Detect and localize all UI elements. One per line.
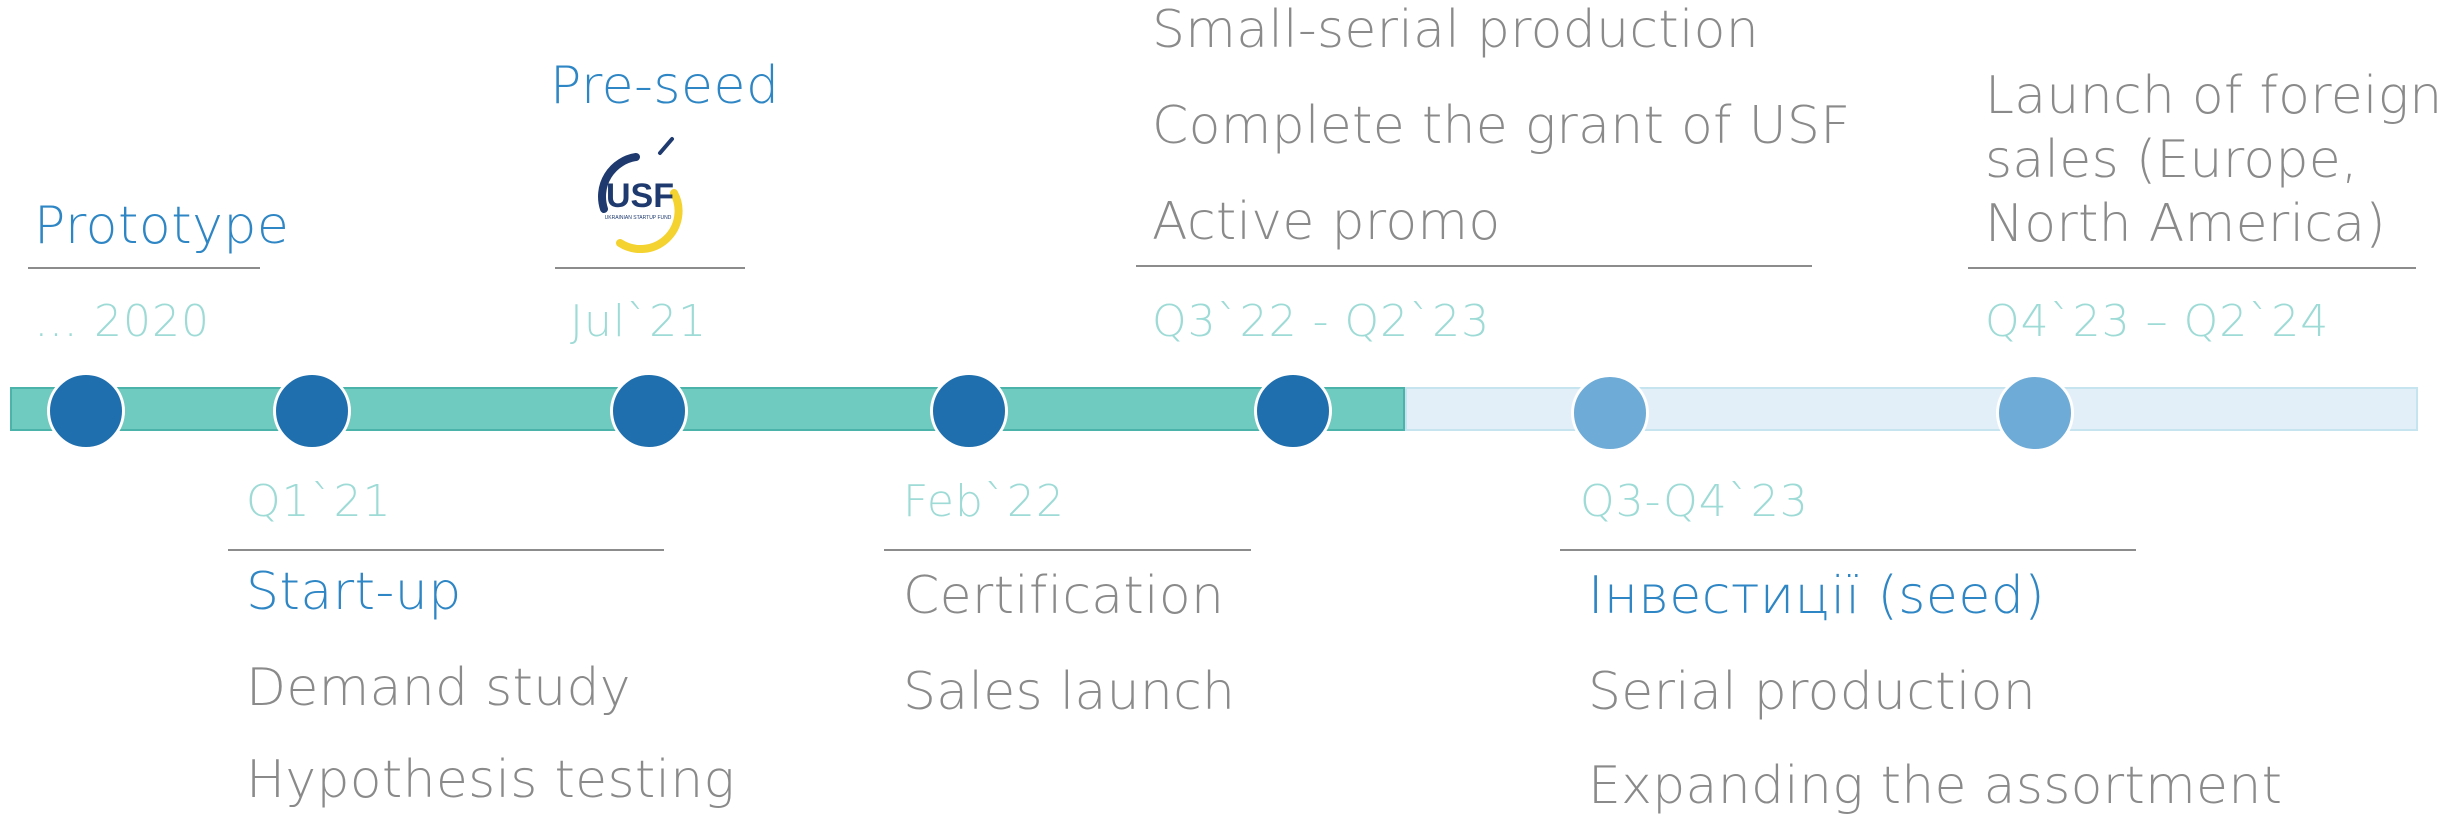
milestone-item: Launch of foreign [1985,66,2438,126]
divider [228,549,664,551]
milestone-date-feb-22: Feb`22 [903,476,1065,527]
milestone-node-feb-22 [930,372,1008,450]
timeline-progress-completed [10,387,1405,431]
milestone-item: Sales launch [903,662,1236,722]
usf-logo: USF UKRAINIAN STARTUP FUND [582,135,702,255]
milestone-date-q3-q4-23: Q3-Q4`23 [1580,476,1809,527]
milestone-node-q3-22 [1254,372,1332,450]
milestone-item: Certification [903,566,1225,626]
milestone-node-q4-23 [1996,374,2074,452]
milestone-date-2020: … 2020 [34,296,210,347]
milestone-node-q1-21 [273,372,351,450]
milestone-date-q1-21: Q1`21 [246,476,392,527]
divider [884,549,1251,551]
milestone-title-start-up: Start-up [246,562,462,622]
milestone-node-2020 [47,372,125,450]
divider [1968,267,2416,269]
divider [555,267,745,269]
milestone-item: Active promo [1152,192,1501,252]
milestone-item: sales (Europe, [1985,130,2358,190]
milestone-node-jul-21 [610,372,688,450]
milestone-item: North America) [1985,194,2386,254]
milestone-item: Serial production [1588,662,2036,722]
milestone-title-pre-seed: Pre-seed [550,56,780,116]
milestone-title-investments-seed: Інвестиції (seed) [1588,566,2046,626]
usf-logo-text: USF [606,177,674,215]
milestone-date-q4-23: Q4`23 – Q2`24 [1985,296,2330,347]
milestone-node-q3-q4-23 [1571,374,1649,452]
milestone-date-jul-21: Jul`21 [570,296,708,347]
milestone-item: Small-serial production [1152,0,1760,60]
timeline-progress-upcoming [1405,387,2418,431]
milestone-item: Hypothesis testing [246,750,736,810]
milestone-item: Complete the grant of USF [1152,96,1851,156]
milestone-date-q3-22: Q3`22 - Q2`23 [1152,296,1491,347]
divider [1136,265,1812,267]
milestone-item: Expanding the assortment [1588,756,2283,816]
divider [28,267,260,269]
milestone-item: Demand study [246,658,631,718]
divider [1560,549,2136,551]
milestone-title-prototype: Prototype [34,196,290,256]
usf-logo-subtext: UKRAINIAN STARTUP FUND [605,215,672,221]
